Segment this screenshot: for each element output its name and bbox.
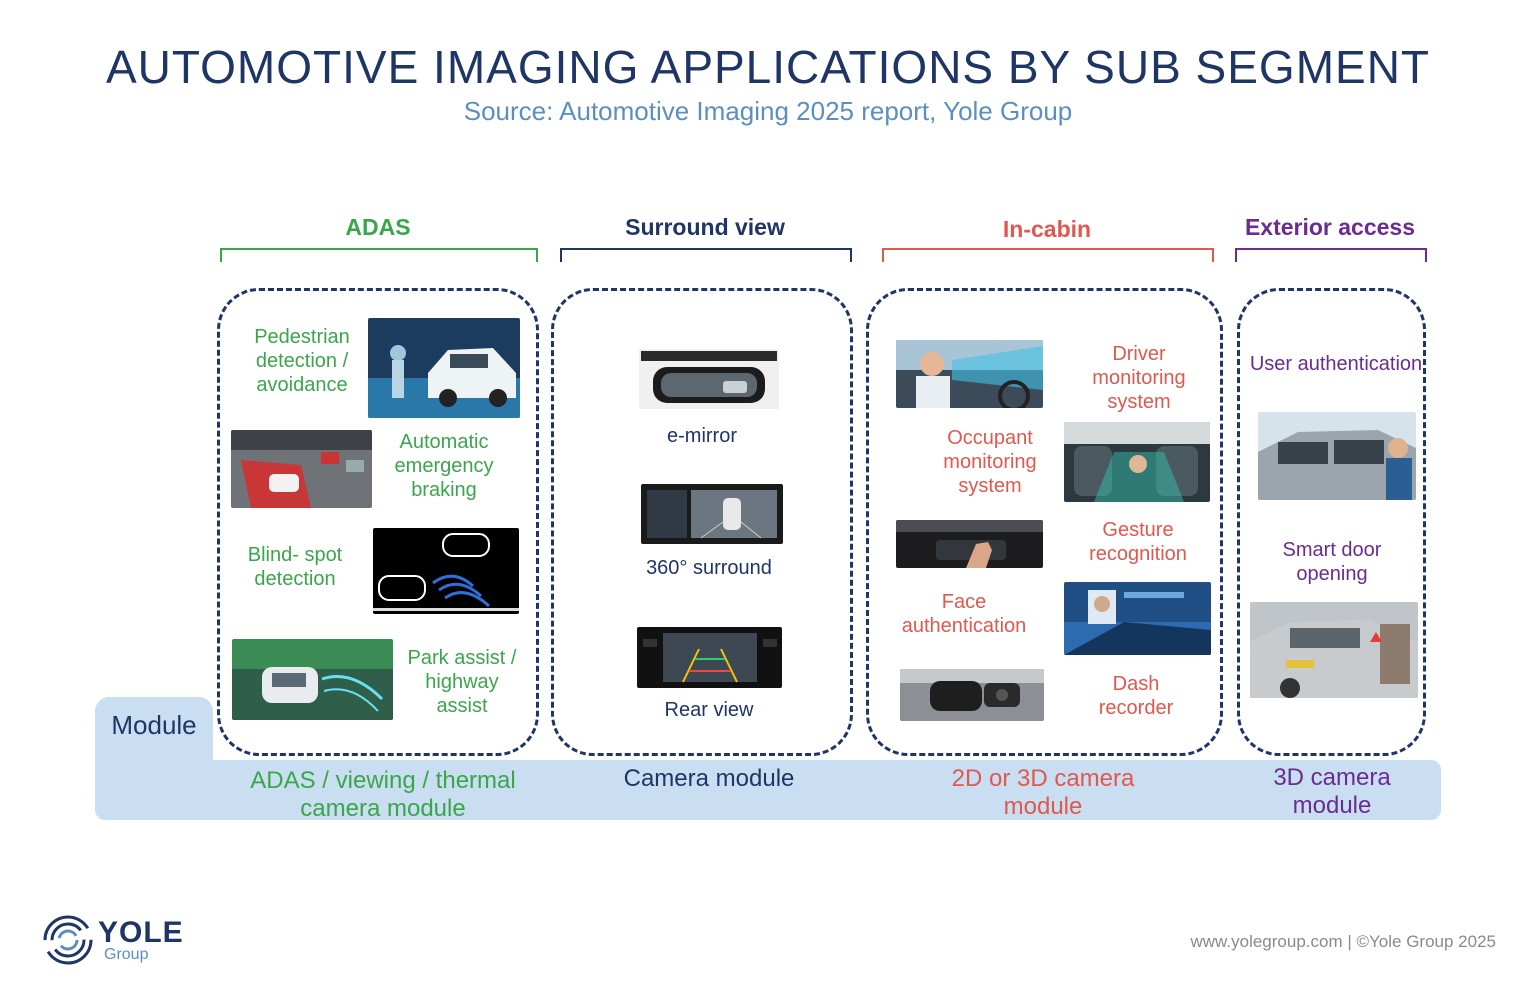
- panel-exterior-access: [1237, 288, 1426, 756]
- image-e-mirror: [639, 349, 779, 409]
- image-park-assist: [232, 639, 393, 720]
- panel-in-cabin: [866, 288, 1223, 756]
- image-360-surround: [641, 484, 783, 544]
- app-e-mirror: e-mirror: [667, 425, 737, 447]
- image-dash-recorder: [900, 669, 1044, 721]
- module-in-cabin: 2D or 3D camera module: [951, 765, 1135, 820]
- image-smart-door-opening: [1250, 602, 1418, 698]
- app-smart-door-opening: Smart door opening: [1282, 539, 1382, 585]
- page-title: AUTOMOTIVE IMAGING APPLICATIONS BY SUB S…: [105, 41, 1431, 93]
- app-occupant-monitoring-system: Occupant monitoring system: [943, 427, 1037, 497]
- module-adas: ADAS / viewing / thermal camera module: [250, 767, 516, 822]
- app-rear-view: Rear view: [664, 699, 754, 721]
- panel-surround-view: [551, 288, 853, 756]
- app-user-authentication: User authentication: [1249, 353, 1423, 375]
- app-blind-spot-detection: Blind- spot detection: [247, 544, 343, 590]
- segment-title-adas: ADAS: [345, 214, 411, 240]
- module-exterior-access: 3D camera module: [1273, 764, 1391, 819]
- yole-logo-icon: [42, 914, 94, 966]
- panel-adas: [217, 288, 539, 756]
- image-occupant-monitoring: [1064, 422, 1210, 502]
- bracket-exterior-access: [1235, 248, 1427, 262]
- image-face-authentication: [1064, 582, 1211, 655]
- app-dash-recorder: Dash recorder: [1098, 673, 1174, 719]
- image-user-authentication: [1258, 412, 1416, 500]
- logo-sub: Group: [104, 946, 149, 963]
- app-face-authentication: Face authentication: [901, 591, 1027, 637]
- app-360-surround: 360° surround: [646, 557, 772, 579]
- app-pedestrian-detection: Pedestrian detection / avoidance: [254, 326, 350, 396]
- app-park-assist-highway-assist: Park assist / highway assist: [407, 647, 517, 717]
- segment-title-in-cabin: In-cabin: [1002, 216, 1092, 242]
- bracket-adas: [220, 248, 538, 262]
- module-label: Module: [111, 710, 197, 740]
- app-driver-monitoring-system: Driver monitoring system: [1092, 343, 1186, 413]
- image-blind-spot-detection: [373, 528, 519, 614]
- image-rear-view: [637, 627, 782, 688]
- app-automatic-emergency-braking: Automatic emergency braking: [394, 431, 494, 501]
- segment-title-surround-view: Surround view: [625, 214, 785, 240]
- image-emergency-braking: [231, 430, 372, 508]
- app-gesture-recognition: Gesture recognition: [1089, 519, 1187, 565]
- module-surround-view: Camera module: [623, 765, 795, 792]
- bracket-surround-view: [560, 248, 852, 262]
- logo-name: YOLE: [98, 916, 184, 949]
- footer-credit: www.yolegroup.com | ©Yole Group 2025: [1190, 932, 1497, 951]
- image-pedestrian-detection: [368, 318, 520, 418]
- image-gesture-recognition: [896, 520, 1043, 568]
- page-subtitle: Source: Automotive Imaging 2025 report, …: [463, 96, 1073, 126]
- bracket-in-cabin: [882, 248, 1214, 262]
- module-band: [95, 760, 1441, 820]
- segment-title-exterior-access: Exterior access: [1244, 214, 1416, 240]
- image-driver-monitoring: [896, 340, 1043, 408]
